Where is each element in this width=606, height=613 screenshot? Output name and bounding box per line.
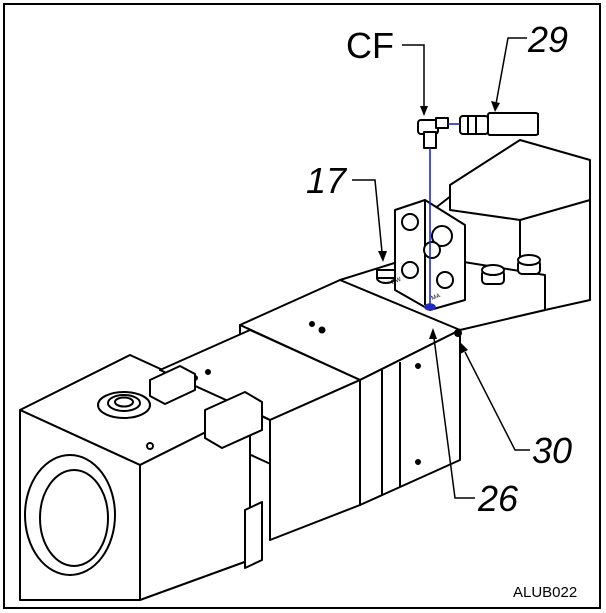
cap-screw-right <box>481 254 541 285</box>
leader-26 <box>433 337 475 499</box>
elbow-fitting-cf <box>417 117 449 149</box>
leader-17 <box>352 179 383 253</box>
leader-30 <box>464 351 530 451</box>
hose-fitting-29 <box>459 112 539 136</box>
leader-29 <box>495 37 527 105</box>
leader-cf <box>402 44 425 110</box>
plug-17 <box>376 269 396 284</box>
callout-26: 26 <box>477 478 519 519</box>
front-bore <box>24 454 116 576</box>
callout-29: 29 <box>527 19 568 60</box>
drawing-frame <box>3 3 601 609</box>
svg-text:DW: DW <box>391 277 403 286</box>
callout-30: 30 <box>532 430 572 471</box>
figure-id: ALUB022 <box>513 584 577 601</box>
clamp-slot <box>149 365 263 569</box>
port-fitting <box>97 391 151 419</box>
svg-text:MA: MA <box>431 293 442 302</box>
callout-cf: CF <box>346 25 394 66</box>
lube-line <box>424 123 460 311</box>
callout-17: 17 <box>306 160 348 201</box>
